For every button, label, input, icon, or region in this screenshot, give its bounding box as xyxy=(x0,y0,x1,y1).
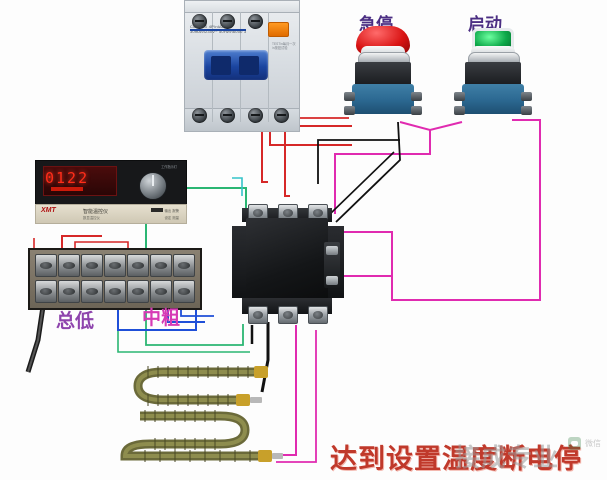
button-terminal xyxy=(411,106,422,115)
controller-display-value: 0122 xyxy=(45,169,90,187)
contactor-aux-terminal[interactable] xyxy=(326,246,338,255)
contactor-side-left xyxy=(232,226,248,298)
controller-indicator-swatch xyxy=(151,208,163,212)
controller-panel-text: 工作指示灯 xyxy=(161,165,177,169)
emergency-stop-button[interactable] xyxy=(344,26,422,118)
controller-set-knob[interactable] xyxy=(139,172,167,200)
breaker-test-button[interactable] xyxy=(268,22,289,37)
button-terminal xyxy=(454,106,465,115)
terminal-screw[interactable] xyxy=(127,280,149,303)
controller-model-sub: 数显温控仪 xyxy=(83,216,100,220)
watermark-brand-text: 微信 xyxy=(585,439,601,448)
watermark-overlay-text: 接成专业 xyxy=(455,444,560,472)
terminal-screw[interactable] xyxy=(104,280,126,303)
controller-right-label-1: 输出 报警 xyxy=(164,209,179,213)
controller-bottom-strip xyxy=(35,204,187,224)
terminal-screw[interactable] xyxy=(58,254,80,277)
button-terminal xyxy=(521,92,532,101)
label-zongdi: 总低 xyxy=(56,311,95,332)
controller-right-label-2: 设定 测量 xyxy=(164,216,179,220)
terminal-screw[interactable] xyxy=(35,254,57,277)
terminal-screw[interactable] xyxy=(81,280,103,303)
temperature-controller[interactable]: 0122 工作指示灯 XMT 智能温控仪 数显温控仪 输出 报警 设定 测量 xyxy=(35,160,187,224)
button-terminal xyxy=(411,92,422,101)
controller-brand: XMT xyxy=(41,207,56,214)
button-black-housing xyxy=(355,62,411,88)
terminal-screw[interactable] xyxy=(104,254,126,277)
breaker-test-note: TEST\n每月一次\n按钮试验 xyxy=(272,42,296,50)
contactor-main-terminal[interactable] xyxy=(278,306,298,324)
breaker-terminal-screw xyxy=(248,14,263,29)
button-terminal xyxy=(344,106,355,115)
breaker-terminal-screw xyxy=(220,108,235,123)
controller-model-cn: 智能温控仪 xyxy=(83,209,109,215)
terminal-screw[interactable] xyxy=(81,254,103,277)
watermark-brand: 微信 xyxy=(568,437,601,450)
circuit-breaker[interactable]: C65N-40 4P\nIΔn 30mA\n230V~ 50Hz\n6000 3… xyxy=(184,0,300,133)
terminal-screw[interactable] xyxy=(35,280,57,303)
breaker-terminal-screw xyxy=(192,14,207,29)
breaker-terminal-screw xyxy=(220,14,235,29)
start-button[interactable] xyxy=(454,26,532,118)
breaker-lever-slot-right xyxy=(239,56,259,75)
button-contact-block xyxy=(462,84,524,114)
finned-heating-element-top xyxy=(108,362,268,417)
contactor-aux-terminal[interactable] xyxy=(326,276,338,285)
wechat-icon xyxy=(568,437,581,450)
breaker-terminal-screw xyxy=(274,108,289,123)
finned-heating-element-bottom xyxy=(100,408,285,468)
controller-display xyxy=(43,166,117,196)
terminal-screw[interactable] xyxy=(58,280,80,303)
contactor-main-terminal[interactable] xyxy=(248,306,268,324)
breaker-terminal-screw xyxy=(192,108,207,123)
ac-contactor[interactable] xyxy=(232,192,344,332)
controller-display-bar xyxy=(51,187,83,191)
terminal-block[interactable] xyxy=(28,248,202,310)
button-contact-block xyxy=(352,84,414,114)
label-zhongcu: 中粗 xyxy=(142,308,181,329)
button-terminal xyxy=(344,92,355,101)
terminal-screw[interactable] xyxy=(150,280,172,303)
breaker-spec-text: C65N-40 4P\nIΔn 30mA\n230V~ 50Hz\n6000 3 xyxy=(190,24,247,34)
button-terminal xyxy=(521,106,532,115)
terminal-screw[interactable] xyxy=(173,254,195,277)
button-black-housing xyxy=(465,62,521,88)
terminal-screw[interactable] xyxy=(150,254,172,277)
button-terminal xyxy=(454,92,465,101)
breaker-blue-stripe xyxy=(190,29,246,31)
contactor-main-terminal[interactable] xyxy=(308,306,328,324)
breaker-terminal-screw xyxy=(248,108,263,123)
breaker-lever-slot-left xyxy=(211,56,231,75)
terminal-screw[interactable] xyxy=(173,280,195,303)
contactor-body xyxy=(246,218,328,302)
terminal-screw[interactable] xyxy=(127,254,149,277)
bottom-note: 达到设置温度断电停止 xyxy=(330,444,582,474)
